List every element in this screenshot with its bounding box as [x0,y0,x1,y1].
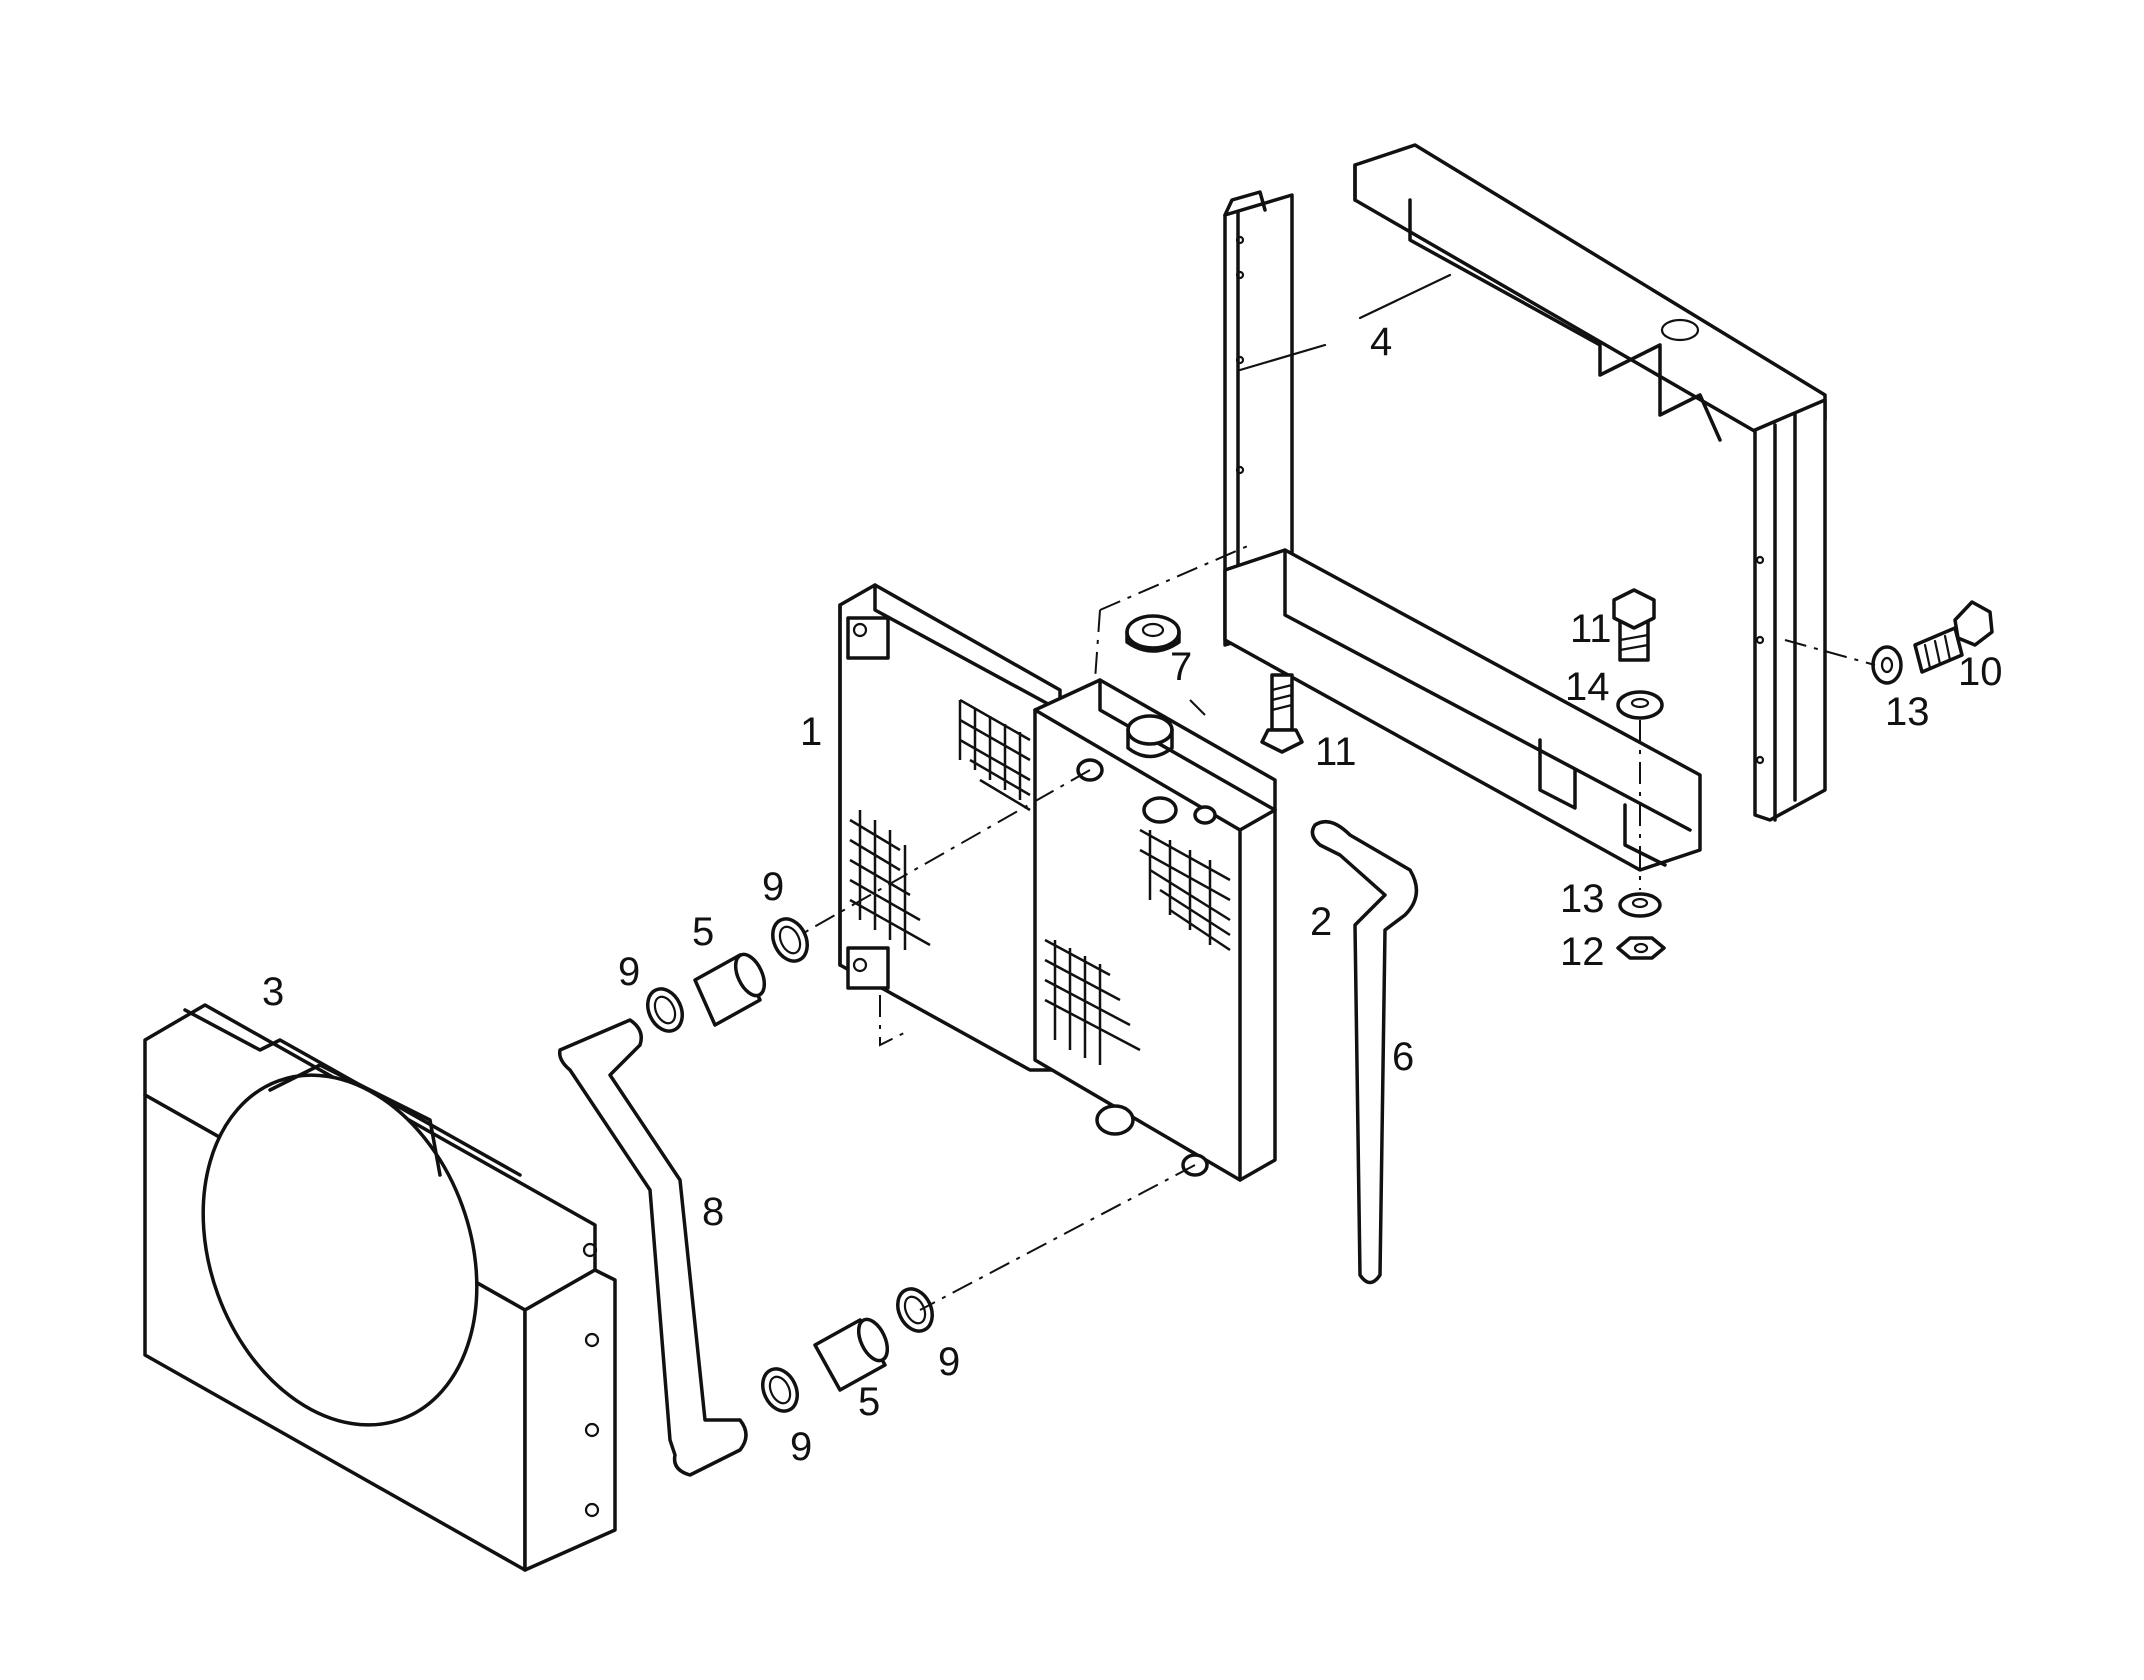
clamp-part-9-d [761,1367,799,1413]
callout-13-b: 13 [1885,690,1930,734]
assembly-lines [799,273,1876,1311]
callout-12: 12 [1560,930,1605,974]
callout-2: 2 [1310,900,1332,944]
callout-8: 8 [702,1190,724,1234]
callout-3: 3 [262,970,284,1014]
support-frame-part-4 [1223,143,1827,872]
callout-labels: 1 2 3 4 5 5 6 7 8 9 9 9 9 10 11 11 12 13… [262,320,2003,1469]
callout-5-lower: 5 [858,1380,880,1424]
coupling-part-5-upper [693,952,767,1027]
bolt-part-10 [1913,600,1994,674]
callout-10: 10 [1958,650,2003,694]
lock-washer-part-13-b [1871,645,1903,685]
radiator-cap-part-7 [1125,614,1181,653]
lock-washer-part-13-a [1618,892,1662,918]
callout-13-a: 13 [1560,877,1605,921]
hose-part-8 [557,1018,748,1477]
callout-4: 4 [1370,320,1392,364]
callout-9-a: 9 [762,865,784,909]
hose-part-6 [1310,819,1419,1285]
bolt-part-11-a [1260,673,1304,754]
clamp-part-9-a [771,917,809,963]
callout-7: 7 [1170,645,1192,689]
callout-5-upper: 5 [692,910,714,954]
clamp-part-9-c [896,1287,934,1333]
callout-14: 14 [1565,665,1610,709]
callout-11-b: 11 [1315,730,1357,774]
fan-shroud-part-3 [143,1003,617,1572]
bolt-part-11-b [1612,588,1656,662]
coupling-part-5-lower [813,1317,890,1392]
callout-1: 1 [800,710,822,754]
callout-9-c: 9 [938,1340,960,1384]
callout-9-b: 9 [618,950,640,994]
radiator-part-2 [1033,678,1277,1182]
washer-part-14 [1616,690,1664,720]
nut-part-12 [1616,936,1666,960]
callout-11-a: 11 [1570,607,1612,651]
oil-cooler-part-1 [838,583,1062,1072]
clamp-part-9-b [646,987,684,1033]
callout-6: 6 [1392,1035,1414,1079]
callout-9-d: 9 [790,1425,812,1469]
